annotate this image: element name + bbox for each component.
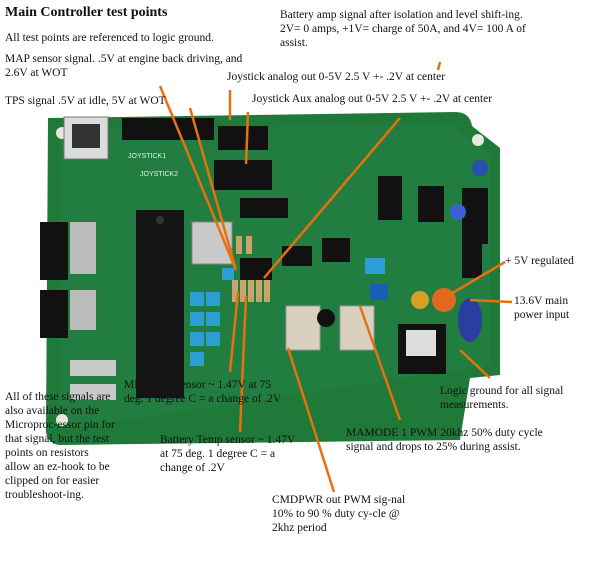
arrow-joystick-aux <box>244 111 250 165</box>
joystick2-header-b <box>214 160 272 190</box>
label-mamode: MAMODE 1 PWM 20khz 50% duty cycle signal… <box>346 427 543 453</box>
label-joystick-aux: Joystick Aux analog out 0-5V 2.5 V +- .2… <box>252 93 493 105</box>
joystick1-silk: JOYSTICK1 <box>128 153 166 160</box>
mount-hole <box>472 134 484 146</box>
relay-1 <box>285 305 321 351</box>
arrow-main-power <box>469 298 513 304</box>
label-mpi-temp: MPI Temp sensor ~ 1.47V at 75 deg. 1 deg… <box>124 379 282 405</box>
label-tps: TPS signal .5V at idle, 5V at WOT <box>5 95 166 107</box>
arrow-cmdpwr <box>286 347 336 493</box>
ground-note: All test points are referenced to logic … <box>5 32 214 44</box>
arrow-battery-amp <box>436 61 442 71</box>
joystick2-silk: JOYSTICK2 <box>140 171 178 178</box>
label-all-signals: All of these signals are also available … <box>5 391 115 501</box>
label-joystick: Joystick analog out 0-5V 2.5 V +- .2V at… <box>227 71 446 83</box>
label-logic-ground: Logic ground for all signal measurements… <box>440 385 564 411</box>
arrow-mpi <box>228 291 240 373</box>
joystick1-header <box>122 118 214 140</box>
page-title: Main Controller test points <box>5 5 168 20</box>
label-map-sensor: MAP sensor signal. .5V at engine back dr… <box>5 53 243 79</box>
arrow-logic-ground <box>459 349 491 379</box>
joystick2-header <box>218 126 268 150</box>
label-plus5v: + 5V regulated <box>505 255 574 267</box>
arrow-mamode <box>358 305 402 421</box>
label-battery-amp: Battery amp signal after isolation and l… <box>280 9 526 49</box>
microprocessor-chip <box>136 210 184 398</box>
arrow-battery-temp <box>238 295 248 433</box>
left-header-b <box>40 290 68 338</box>
power-cap <box>458 298 482 342</box>
mount-hole <box>56 414 68 426</box>
arrow-battery-amp-board <box>263 117 401 279</box>
label-battery-temp: Battery Temp sensor ~ 1.47V at 75 deg. 1… <box>160 434 295 474</box>
left-header <box>40 222 68 280</box>
label-main-power: 13.6V main power input <box>514 295 570 321</box>
right-header <box>462 188 488 244</box>
arrow-tps <box>188 107 238 271</box>
arrow-map <box>158 85 238 271</box>
leader-arrows <box>158 61 513 493</box>
arrow-plus5v <box>443 260 506 300</box>
label-cmdpwr: CMDPWR out PWM sig-nal 10% to 90 % duty … <box>272 494 406 534</box>
